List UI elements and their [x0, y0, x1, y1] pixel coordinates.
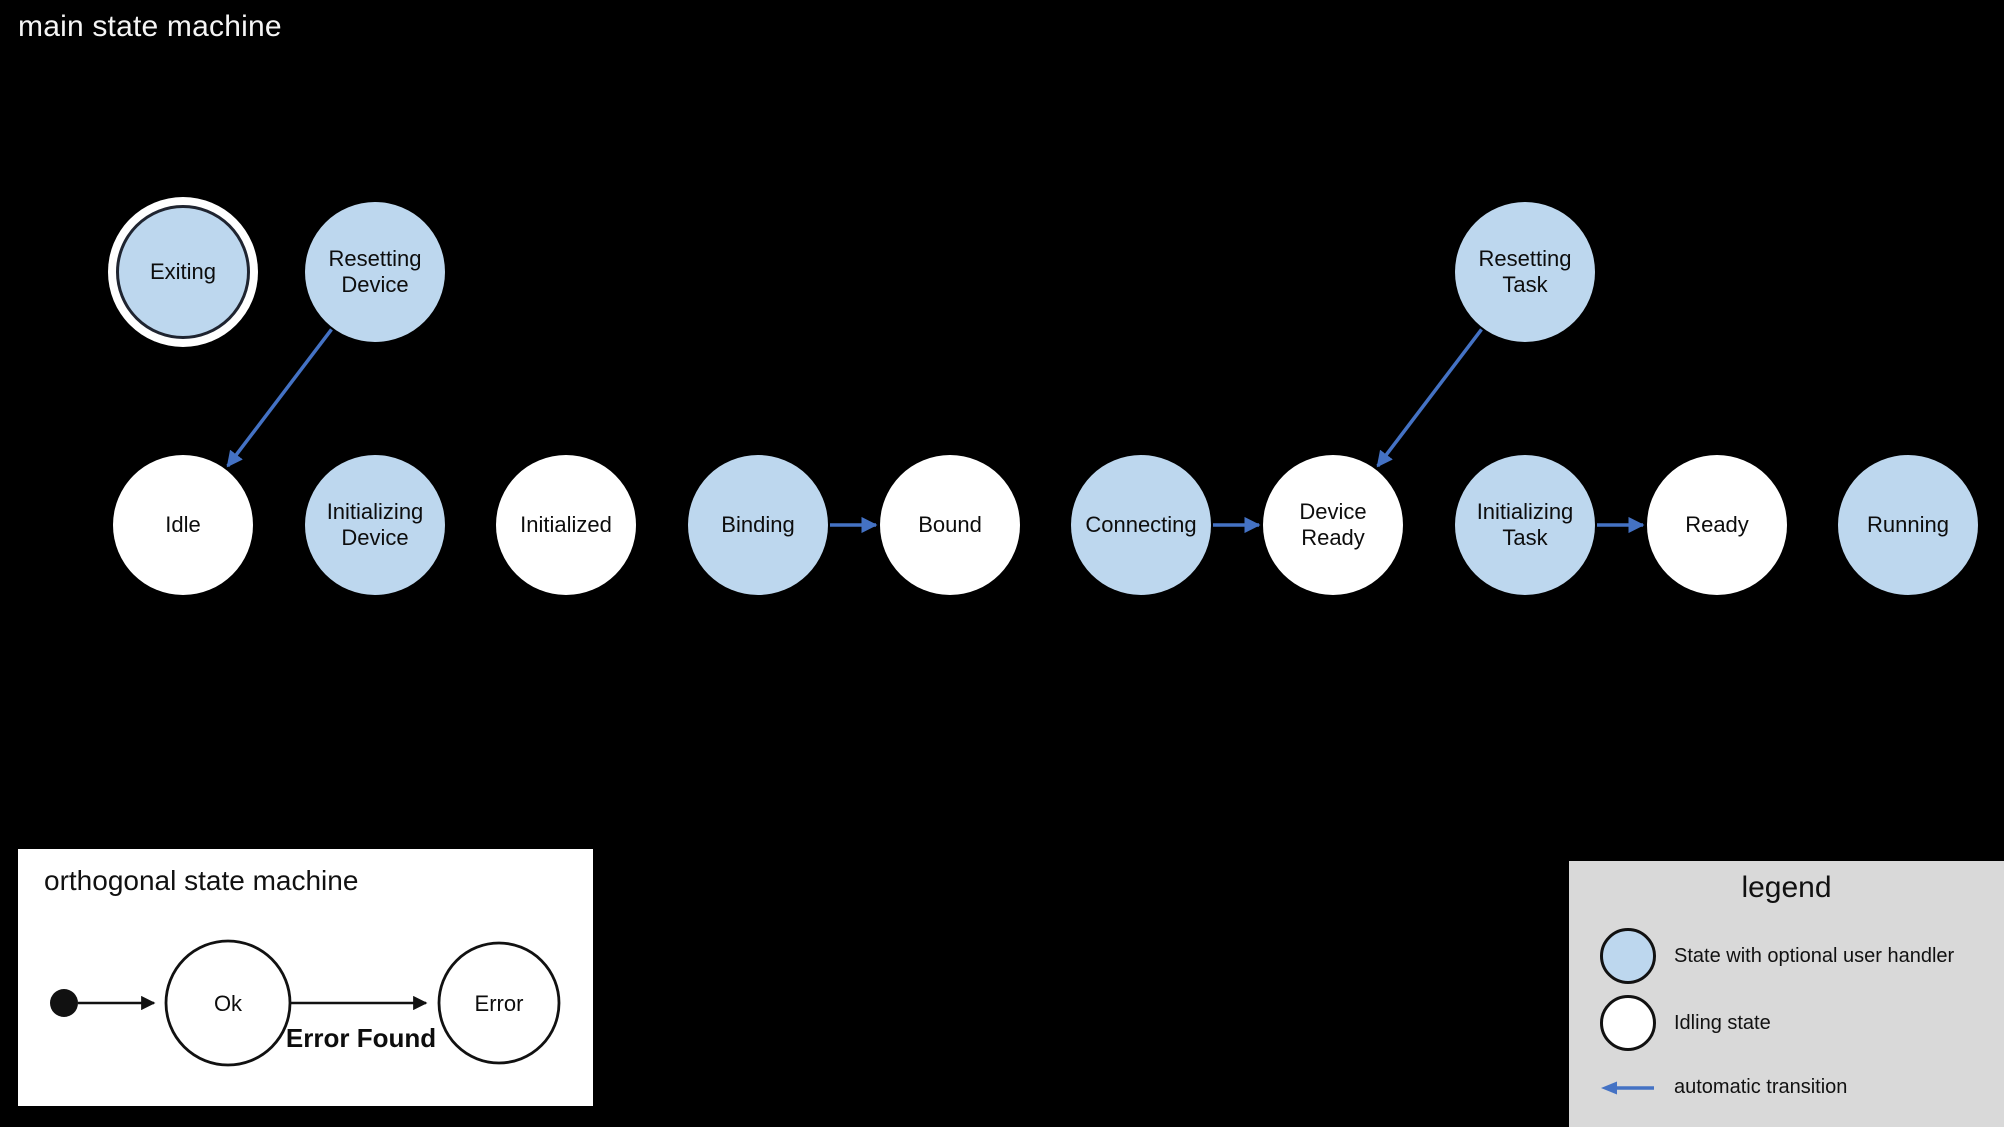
orthogonal-machine-canvas: Ok Error Error Found [50, 939, 561, 1067]
state-idle: Idle [113, 455, 253, 595]
state-exiting: Exiting [116, 205, 250, 339]
legend-item: Idling state [1600, 995, 1771, 1051]
transition-resetting-device-to-idle [226, 328, 333, 468]
legend-item-label: Idling state [1674, 1011, 1771, 1034]
auto-transition-arrow-icon [1601, 1081, 1654, 1094]
state-resetting-task: Resetting Task [1455, 202, 1595, 342]
state-label: Resetting Task [1478, 246, 1572, 297]
state-initializing-task: Initializing Task [1455, 455, 1595, 595]
initial-state-dot [50, 989, 78, 1017]
state-label: Binding [721, 512, 795, 538]
legend-item: State with optional user handler [1600, 928, 1954, 984]
state-label: Running [1867, 512, 1949, 538]
state-label: Initialized [520, 512, 612, 538]
state-label: Device Ready [1299, 499, 1367, 550]
state-label: Exiting [149, 259, 217, 285]
state-ok [164, 939, 292, 1067]
legend-item-label: automatic transition [1674, 1076, 1848, 1098]
handler-state-swatch [1600, 928, 1656, 984]
state-bound: Bound [880, 455, 1020, 595]
state-label: Initializing Task [1476, 499, 1574, 550]
state-label: Connecting [1085, 512, 1197, 538]
state-label: Resetting Device [328, 246, 422, 297]
state-device-ready: Device Ready [1263, 455, 1403, 595]
state-label: Bound [918, 512, 982, 538]
orthogonal-machine-title: orthogonal state machine [44, 865, 359, 896]
legend-panel: legend State with optional user handler … [1569, 861, 2004, 1127]
state-running: Running [1838, 455, 1978, 595]
state-resetting-device: Resetting Device [305, 202, 445, 342]
state-initialized: Initialized [496, 455, 636, 595]
state-error [437, 941, 561, 1065]
legend-title: legend [1741, 871, 1832, 904]
idling-state-swatch [1600, 995, 1656, 1051]
state-connecting: Connecting [1071, 455, 1211, 595]
legend-item: automatic transition [1600, 1076, 1847, 1099]
state-label: Ready [1685, 512, 1749, 538]
state-ready: Ready [1647, 455, 1787, 595]
state-label: Initializing Device [326, 499, 424, 550]
legend-item-label: State with optional user handler [1674, 944, 1955, 967]
state-label: Ok [214, 991, 243, 1016]
orthogonal-machine-panel: Ok Error Error Found orthogonal state ma… [18, 849, 593, 1106]
main-machine-title: main state machine [18, 10, 282, 43]
state-initializing-device: Initializing Device [305, 455, 445, 595]
transition-label-error-found: Error Found [286, 1023, 436, 1053]
state-label: Idle [165, 512, 201, 538]
state-binding: Binding [688, 455, 828, 595]
transition-resetting-task-to-device-ready [1376, 328, 1483, 468]
state-label: Error [475, 991, 524, 1016]
